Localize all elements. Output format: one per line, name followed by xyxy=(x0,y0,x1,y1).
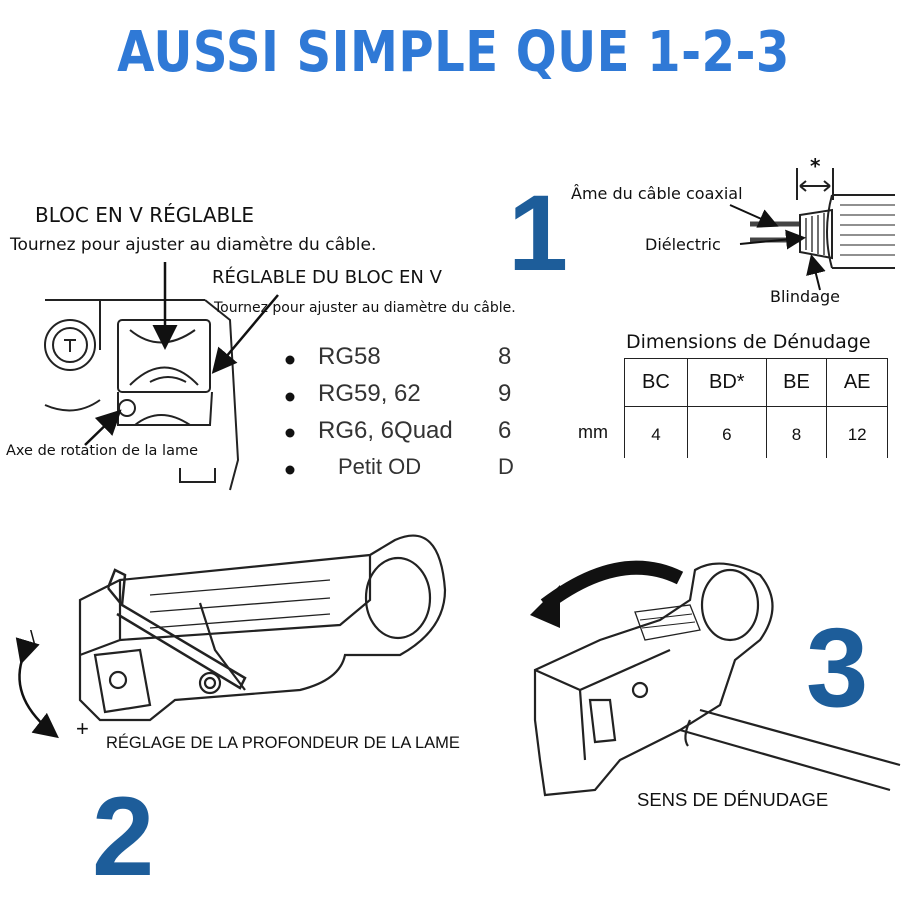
v-block-title: BLOC EN V RÉGLABLE xyxy=(35,203,255,227)
page-title: AUSSI SIMPLE QUE 1-2-3 xyxy=(117,20,790,85)
cable-value: 8 xyxy=(498,343,512,370)
cable-name: RG6, 6Quad xyxy=(318,417,453,444)
strip-table-header: AE xyxy=(826,358,888,407)
tool-head-closeup xyxy=(44,299,240,491)
strip-table-header: BC xyxy=(624,358,688,407)
strip-table-header: BD* xyxy=(686,358,767,407)
strip-table-cell: 4 xyxy=(624,406,688,458)
cable-name: RG58 xyxy=(318,343,381,370)
strip-table-cell: 8 xyxy=(765,406,828,458)
cable-name: Petit OD xyxy=(338,454,422,479)
list-item: RG58 8 xyxy=(318,343,528,380)
adjust-block-title: RÉGLABLE DU BLOC EN V xyxy=(212,267,442,288)
list-item: RG59, 62 9 xyxy=(318,380,528,417)
strip-table-cell: 12 xyxy=(826,406,888,458)
strip-length-asterisk: * xyxy=(810,154,821,178)
cable-value: 6 xyxy=(498,417,512,444)
cable-value: 9 xyxy=(498,380,512,407)
cable-name: RG59, 62 xyxy=(318,380,421,407)
step2-minus-mark: \ xyxy=(30,628,36,650)
coax-core-label: Âme du câble coaxial xyxy=(571,184,743,203)
stripper-tool-step3 xyxy=(533,562,901,797)
step3-direction-label: SENS DE DÉNUDAGE xyxy=(637,789,829,810)
strip-table-header: BE xyxy=(765,358,828,407)
step2-plus-mark: + xyxy=(76,716,89,741)
step-number-3: 3 xyxy=(806,605,869,730)
blade-axis-label: Axe de rotation de la lame xyxy=(6,443,199,459)
step-number-1: 1 xyxy=(508,172,569,293)
bullet-dots xyxy=(285,355,295,475)
cable-value: D xyxy=(498,454,514,479)
coax-cable-drawing xyxy=(750,168,895,269)
list-item: RG6, 6Quad 6 xyxy=(318,417,528,454)
coax-dielectric-label: Diélectric xyxy=(645,235,721,254)
strip-table-title: Dimensions de Dénudage xyxy=(626,331,871,353)
step-number-2: 2 xyxy=(92,774,155,899)
strip-table: BC BD* BE AE 4 6 8 12 xyxy=(624,358,888,458)
step2-depth-label: RÉGLAGE DE LA PROFONDEUR DE LA LAME xyxy=(106,734,460,752)
stripper-tool-step2 xyxy=(78,534,447,722)
strip-table-row-label: mm xyxy=(578,422,608,442)
strip-table-cell: 6 xyxy=(686,406,767,458)
v-block-description: Tournez pour ajuster au diamètre du câbl… xyxy=(10,235,377,255)
list-item: Petit OD D xyxy=(318,454,528,491)
coax-shield-label: Blindage xyxy=(770,287,840,306)
cable-list: RG58 8 RG59, 62 9 RG6, 6Quad 6 Petit OD … xyxy=(318,343,528,491)
adjust-block-description: Tournez pour ajuster au diamètre du câbl… xyxy=(214,300,516,316)
